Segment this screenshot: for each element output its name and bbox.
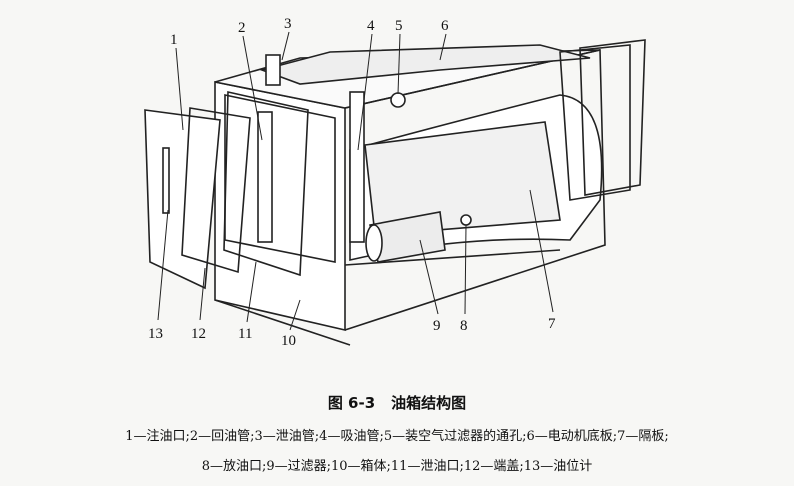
label-2: 2: [238, 20, 246, 36]
label-4: 4: [367, 18, 375, 34]
label-1: 1: [170, 32, 178, 48]
filter: [365, 211, 446, 263]
legend-line-2: 8—放油口;9—过滤器;10—箱体;11—泄油口;12—端盖;13—油位计: [201, 459, 593, 474]
end-cover: [144, 109, 221, 290]
label-11: 11: [238, 326, 252, 342]
figure-caption: 图 6-3 油箱结构图: [0, 392, 794, 413]
drain-port: [460, 214, 472, 226]
label-10: 10: [281, 333, 296, 349]
label-8: 8: [460, 318, 468, 334]
label-13: 13: [148, 326, 163, 342]
return-pipe: [257, 111, 273, 243]
drain-pipe: [265, 54, 281, 86]
motor-base-plate: [259, 44, 591, 85]
baffle: [364, 121, 561, 236]
vent-hole: [390, 92, 406, 108]
label-3: 3: [284, 16, 292, 32]
label-9: 9: [433, 318, 441, 334]
figure-title: 油箱结构图: [391, 394, 467, 412]
label-5: 5: [395, 18, 403, 34]
legend-line-1: 1—注油口;2—回油管;3—泄油管;4—吸油管;5—装空气过滤器的通孔;6—电动…: [125, 429, 669, 444]
label-7: 7: [548, 316, 556, 332]
oil-level-gauge: [162, 147, 170, 214]
oil-tank-diagram: 1 2 3 4 5 6 7 8 9 10 11 12 13: [144, 16, 646, 349]
label-6: 6: [441, 18, 449, 34]
label-12: 12: [191, 326, 206, 342]
figure-number: 图 6-3: [327, 394, 376, 412]
